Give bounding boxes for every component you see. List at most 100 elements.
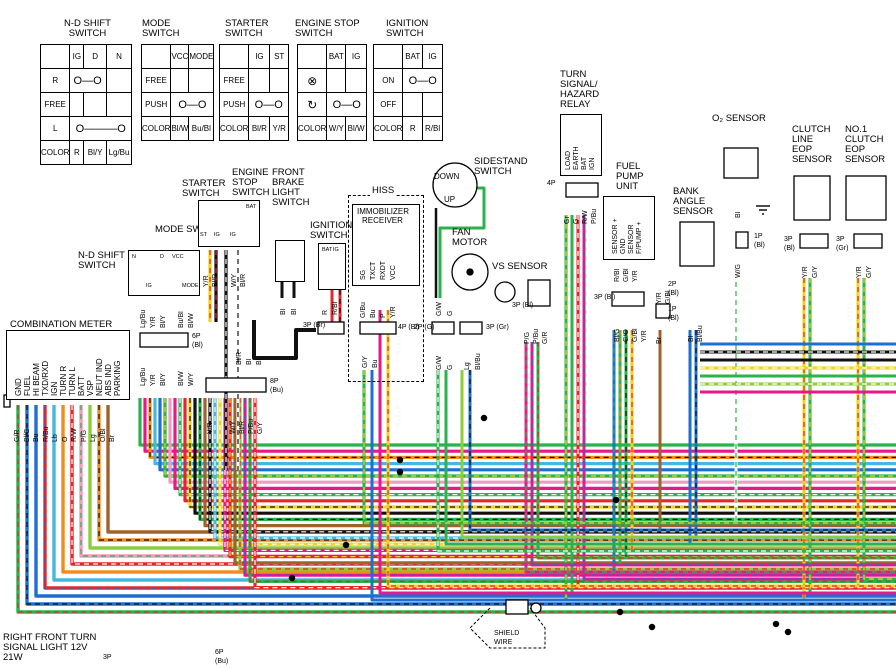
- contact-symbol: O—O: [408, 74, 437, 87]
- turn-relay-title-4: RELAY: [560, 99, 591, 110]
- wire-label: G/Y: [257, 421, 264, 434]
- wire-label: Lb: [52, 434, 59, 442]
- color-ig: Bl/R: [248, 116, 271, 141]
- no1-eop-conn-1: 3P: [836, 236, 845, 243]
- vs-sensor-head: [494, 281, 516, 303]
- nd-pin-ig: IG: [146, 283, 152, 289]
- run-symbol-icon: ↻: [307, 97, 318, 112]
- bank-2p-1: 2P: [668, 281, 677, 288]
- wire-label: Y/R: [632, 270, 639, 282]
- sidestand-title-1: SIDESTAND: [474, 156, 528, 167]
- bus-wire: [158, 398, 896, 472]
- bank-2p-2: (Bl): [668, 290, 679, 297]
- fuel-pump-connector: 3P (Bl): [594, 294, 616, 301]
- connector-3p-br: [317, 321, 345, 335]
- wire-stripe: [17, 405, 896, 613]
- bus-wire: [178, 398, 896, 497]
- ignition-switch-box: [318, 243, 346, 290]
- col-ig: IG: [422, 44, 443, 69]
- vs-sensor-title: VS SENSOR: [492, 261, 548, 272]
- connector-8p-lower-labels: Y/R W/Y Bl/R P/Bu G/Y: [207, 406, 264, 434]
- connector-4p: [359, 321, 397, 335]
- vertical-wire: [370, 370, 896, 602]
- color-n: Lg/Bu: [106, 140, 132, 165]
- row-color: COLOR: [296, 116, 328, 141]
- contact-symbol: O—O: [178, 98, 207, 111]
- junction-dot: [342, 541, 350, 549]
- row-color: COLOR: [140, 116, 172, 141]
- col-bat: BAT: [402, 44, 424, 69]
- connector-4p-relay: [565, 182, 599, 198]
- wire-label: Bl/Y: [160, 373, 167, 386]
- wire-label: P/Bu: [533, 328, 540, 344]
- ign-pin-bat: BAT: [322, 247, 333, 253]
- wire-stripe: [26, 405, 896, 605]
- wire-label: G: [447, 364, 454, 370]
- pin-bat: BAT: [581, 156, 588, 170]
- pin-sg: SG: [360, 269, 367, 280]
- pin-ign: IGN: [50, 381, 59, 396]
- col-ig: IG: [248, 44, 271, 69]
- wire-label: G: [573, 218, 580, 224]
- wire-label: O: [61, 436, 69, 442]
- color-d: Bl/Y: [83, 140, 108, 165]
- no1-clutch-eop-title-4: SENSOR: [845, 154, 886, 165]
- wire-stripe: [583, 215, 896, 580]
- wire-label: Y/R: [150, 374, 157, 386]
- wire-label: P/G: [80, 429, 88, 442]
- pin-sensor: SENSOR: [628, 224, 635, 254]
- row-off: OFF: [372, 92, 404, 117]
- bus-wire: [138, 398, 896, 447]
- front-brake-title-3: LIGHT: [272, 187, 300, 198]
- bank-br-label: Br: [656, 337, 663, 344]
- mode-table-title: MODE SWITCH: [142, 19, 202, 39]
- bank-angle-body: [679, 221, 715, 267]
- wire-label: Br: [109, 435, 116, 442]
- color-ig: R/Bl: [422, 116, 443, 141]
- wire-label: Bl/Bu: [697, 325, 704, 342]
- connector-8p-1: 8P: [270, 378, 279, 385]
- wire-label: G/R: [542, 331, 549, 344]
- bus-wire: [213, 398, 896, 540]
- junction-dot: [396, 468, 404, 476]
- wire-stripe: [98, 405, 896, 541]
- wire-stripe: [863, 278, 896, 580]
- title-line-2: SWITCH: [68, 28, 107, 39]
- wire-label: Bl/Y: [160, 315, 167, 328]
- title-line-1: ENGINE STOP: [295, 18, 360, 29]
- title-line-1: MODE: [142, 18, 171, 29]
- junction-dot: [612, 496, 620, 504]
- clutch-eop-title-1: CLUTCH: [792, 124, 831, 135]
- starter-title-1: STARTER: [182, 178, 226, 189]
- wire-label: Bu: [33, 433, 40, 442]
- color-ig: R: [69, 140, 85, 165]
- connector-3p-clutch: [799, 233, 829, 249]
- vs-connector-right: 3P (Gr): [486, 324, 509, 331]
- wire-stripe: [531, 342, 896, 566]
- wire-label: Bl: [688, 335, 695, 342]
- receiver-title-2: RECEIVER: [362, 216, 403, 225]
- ignition-switch-title-1: IGNITION: [310, 220, 353, 231]
- wire-label: W/Y: [231, 273, 238, 287]
- turn-relay-pins: LOAD EARTH BAT IGN: [565, 138, 597, 170]
- diag-cell: [39, 44, 71, 69]
- pin-abs-ind: ABS IND: [104, 363, 113, 396]
- wire-label: Y/R: [656, 292, 663, 304]
- pin-earth: EARTH: [573, 146, 580, 170]
- clutch-eop-title-4: SENSOR: [792, 154, 833, 165]
- clutch-eop-conn-2: (Bl): [784, 245, 795, 252]
- fan-motor-hub: [466, 268, 474, 276]
- nd-pin-n: N: [132, 254, 136, 260]
- wire-stripe: [224, 398, 896, 551]
- row-on: ON: [372, 68, 404, 93]
- wire-label: Lg/Bu: [140, 367, 147, 386]
- shield-label-1: SHIELD: [494, 630, 520, 637]
- shield-label-2: WIRE: [494, 639, 513, 646]
- fuel-pump-pins: SENSOR + GND SENSOR F/PUMP +: [612, 210, 643, 254]
- ground-wire: [252, 320, 316, 360]
- no1-clutch-eop-title-2: CLUTCH: [845, 134, 884, 145]
